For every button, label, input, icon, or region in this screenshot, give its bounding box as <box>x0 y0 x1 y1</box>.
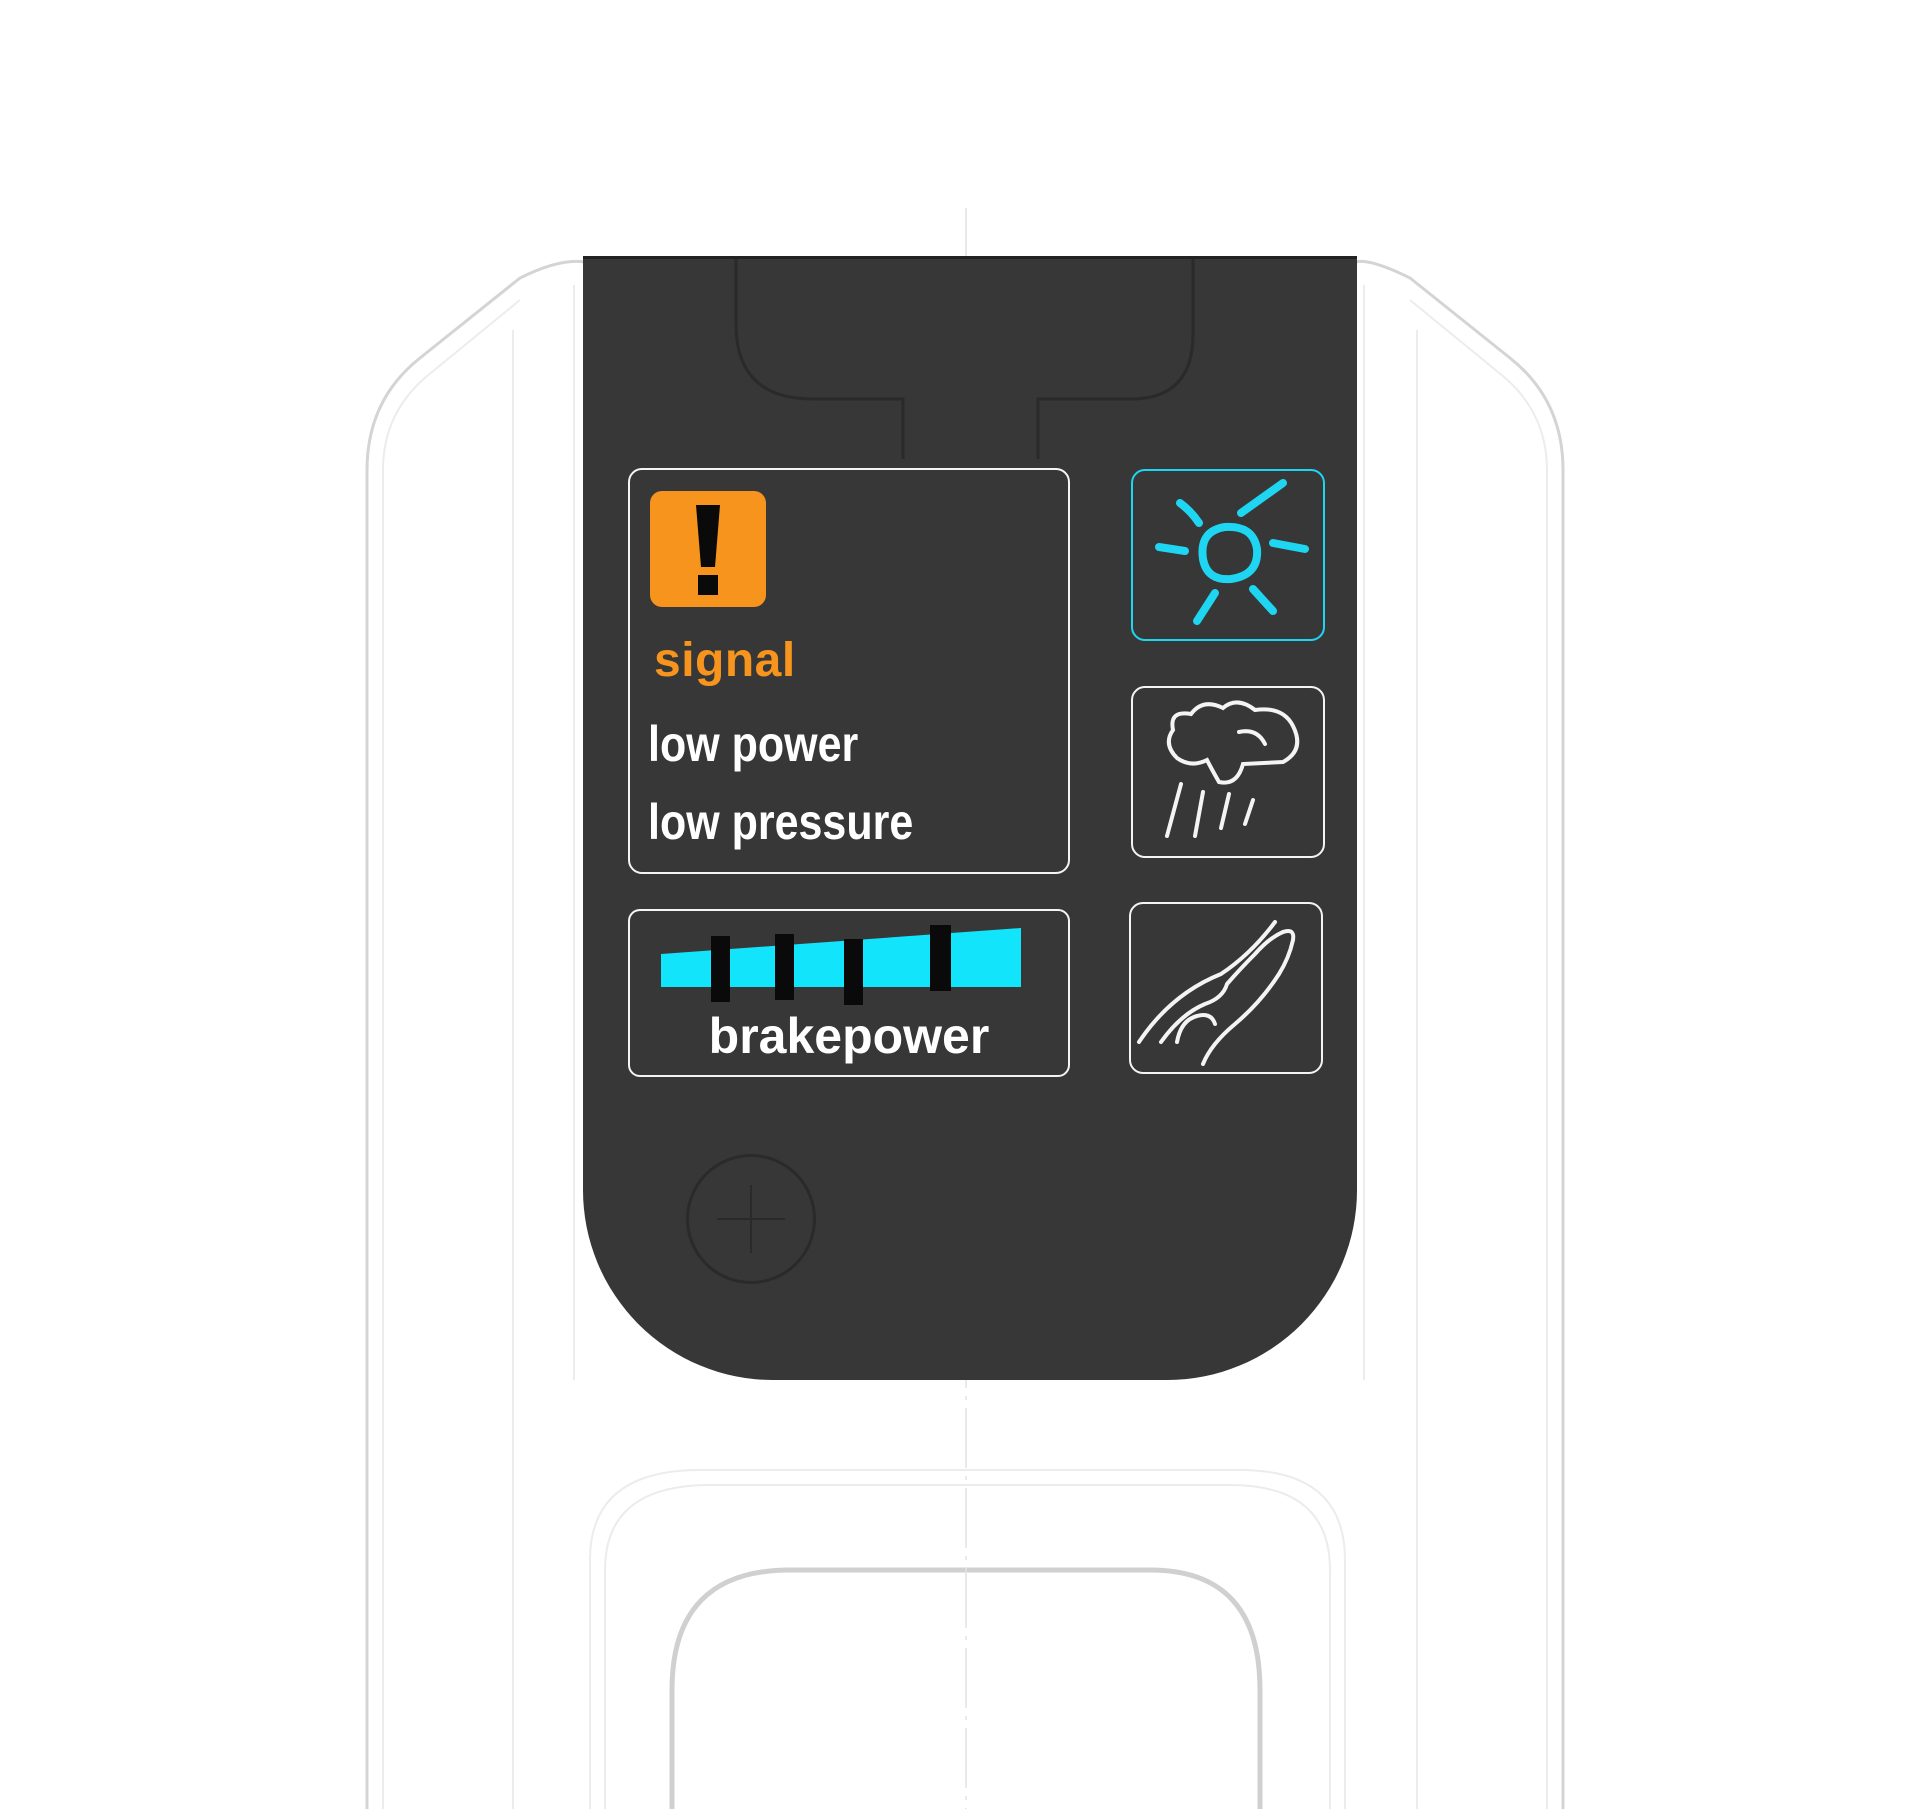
brakepower-marker <box>930 925 951 991</box>
sun-icon <box>1155 479 1309 625</box>
panel-notch <box>734 259 1195 459</box>
status-low-pressure: low pressure <box>648 794 914 850</box>
brakepower-marker <box>775 934 794 1000</box>
status-low-power: low power <box>648 716 859 772</box>
brakepower-label: brakepower <box>708 1008 990 1064</box>
alert-panel: signal low power low pressure <box>628 468 1070 874</box>
brakepower-marker <box>844 939 863 1005</box>
mode-rain-button[interactable] <box>1131 686 1325 858</box>
mode-wind-button[interactable] <box>1129 902 1323 1074</box>
screw-icon <box>686 1154 816 1284</box>
brakepower-panel: brakepower <box>628 909 1070 1077</box>
rain-cloud-icon <box>1165 700 1300 838</box>
mode-sun-button[interactable] <box>1131 469 1325 641</box>
brakepower-marker <box>711 936 730 1002</box>
signal-label: signal <box>654 634 796 687</box>
exclamation-icon <box>650 491 766 607</box>
wind-icon <box>1137 920 1296 1066</box>
